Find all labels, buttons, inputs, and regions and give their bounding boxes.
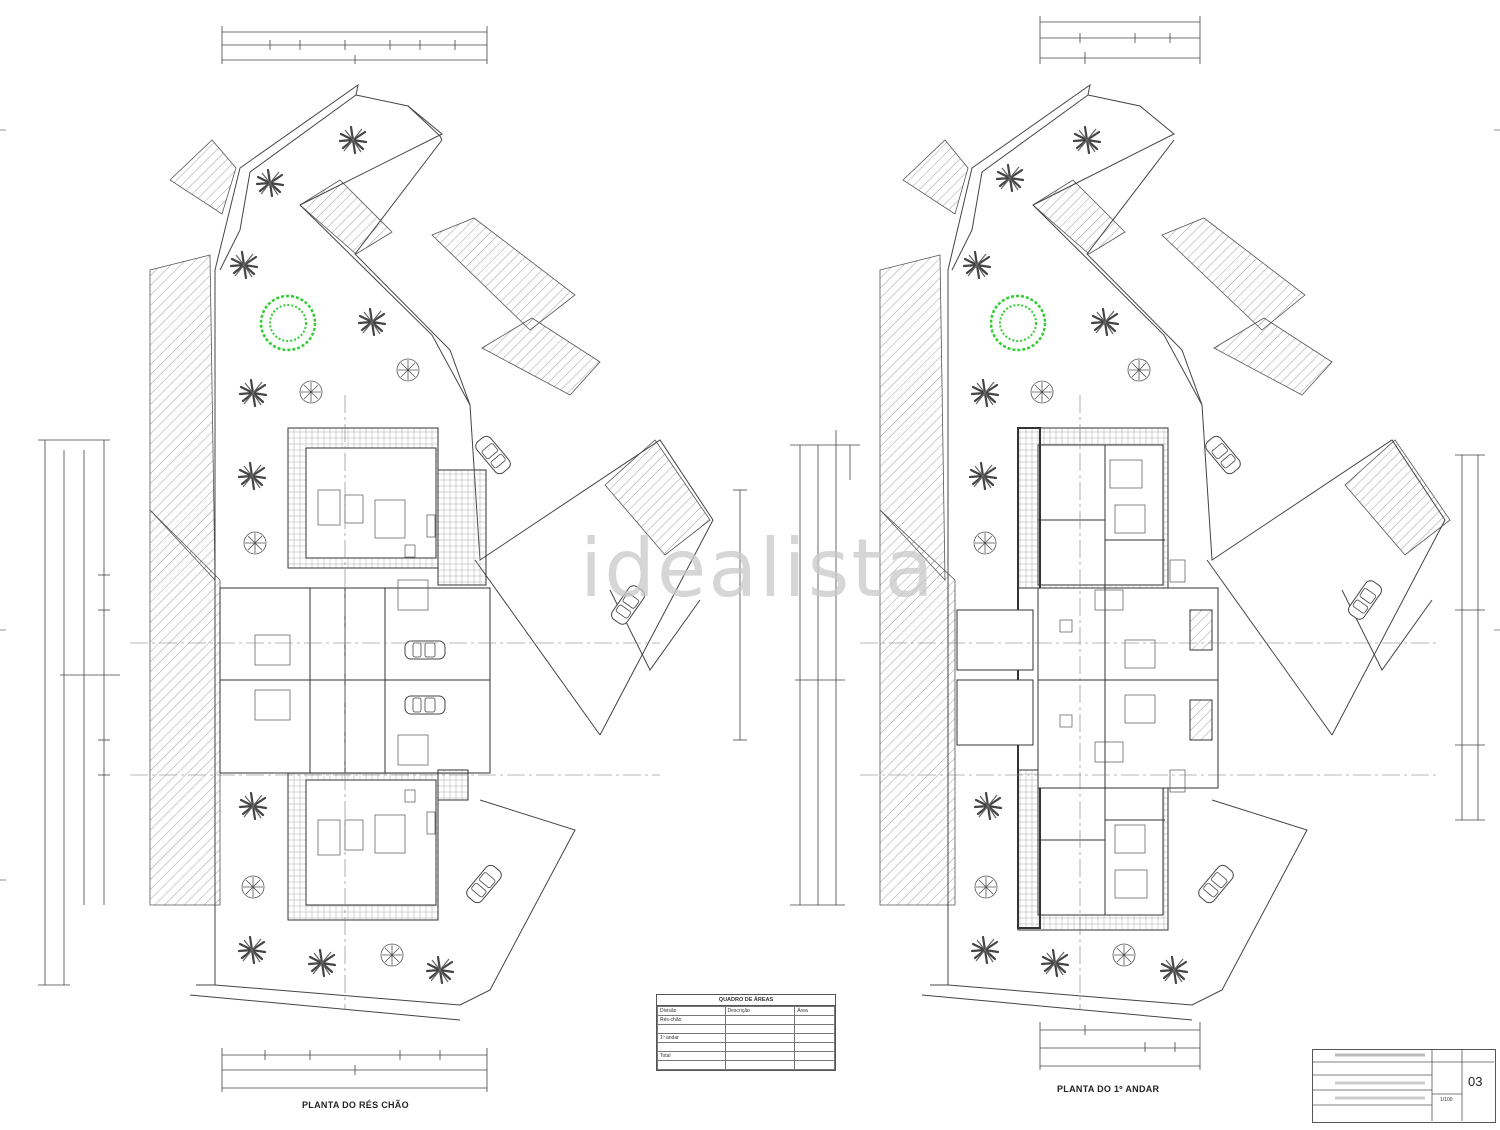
table-cell: Total	[657, 1051, 726, 1061]
section-lines	[130, 395, 660, 1010]
table-row: Total	[657, 1051, 835, 1061]
table-row: Rés-chão	[657, 1015, 835, 1025]
site-outline	[921, 83, 1446, 1021]
title-block	[1312, 1049, 1496, 1123]
table-cell	[724, 1024, 796, 1034]
watermark-text: idealista	[580, 522, 936, 615]
table-cell	[724, 1033, 796, 1043]
scale-label: 1/100	[1440, 1097, 1453, 1103]
areas-table: QUADRO DE ÁREAS Divisão Descrição Área R…	[656, 994, 836, 1071]
plan-1-andar	[733, 16, 1485, 1070]
table-cell	[724, 1042, 796, 1052]
table-cell	[794, 1060, 835, 1070]
highlighted-tree	[259, 294, 317, 352]
table-header-cell: Descrição	[724, 1006, 796, 1016]
table-row	[657, 1060, 835, 1070]
table-header-cell: Área	[794, 1006, 835, 1016]
table-row	[657, 1024, 835, 1034]
table-cell	[657, 1042, 726, 1052]
table-header-row: Divisão Descrição Área	[657, 1006, 835, 1016]
table-cell	[794, 1042, 835, 1052]
sheet-edge-ticks	[0, 129, 1500, 881]
table-cell: Rés-chão	[657, 1015, 726, 1025]
table-cell	[794, 1033, 835, 1043]
dimension-lines-right	[1455, 454, 1485, 821]
highlighted-tree	[989, 294, 1047, 352]
plan-title-res-chao: PLANTA DO RÉS CHÃO	[302, 1100, 409, 1110]
dimension-lines-left	[38, 439, 120, 986]
areas-table-title: QUADRO DE ÁREAS	[657, 995, 835, 1006]
table-cell: 1º andar	[657, 1033, 726, 1043]
table-cell	[657, 1060, 726, 1070]
section-lines	[860, 395, 1440, 1010]
table-header-cell: Divisão	[657, 1006, 726, 1016]
hatched-boundaries	[879, 139, 1451, 906]
plan-title-1-andar: PLANTA DO 1º ANDAR	[1057, 1084, 1160, 1094]
title-block-lines	[1312, 1049, 1494, 1121]
garden-trees	[962, 125, 1189, 985]
interior-furniture	[1059, 459, 1186, 899]
garden-trees	[229, 125, 455, 985]
table-cell	[724, 1060, 796, 1070]
table-row	[657, 1042, 835, 1052]
sheet-number: 03	[1468, 1074, 1483, 1089]
table-cell	[794, 1024, 835, 1034]
plan-res-chao	[38, 26, 714, 1092]
dimension-lines-top	[1039, 16, 1201, 64]
dimension-lines-top	[221, 26, 488, 64]
table-cell	[794, 1051, 835, 1061]
dimension-lines-bottom	[1039, 1022, 1201, 1070]
table-cell	[724, 1015, 796, 1025]
house-ground-floor	[219, 427, 491, 921]
dimension-lines-left	[733, 430, 860, 906]
table-cell	[657, 1024, 726, 1034]
table-row: 1º andar	[657, 1033, 835, 1043]
dimension-lines-bottom	[221, 1048, 488, 1092]
table-cell	[794, 1015, 835, 1025]
house-first-floor	[956, 427, 1219, 931]
table-cell	[724, 1051, 796, 1061]
